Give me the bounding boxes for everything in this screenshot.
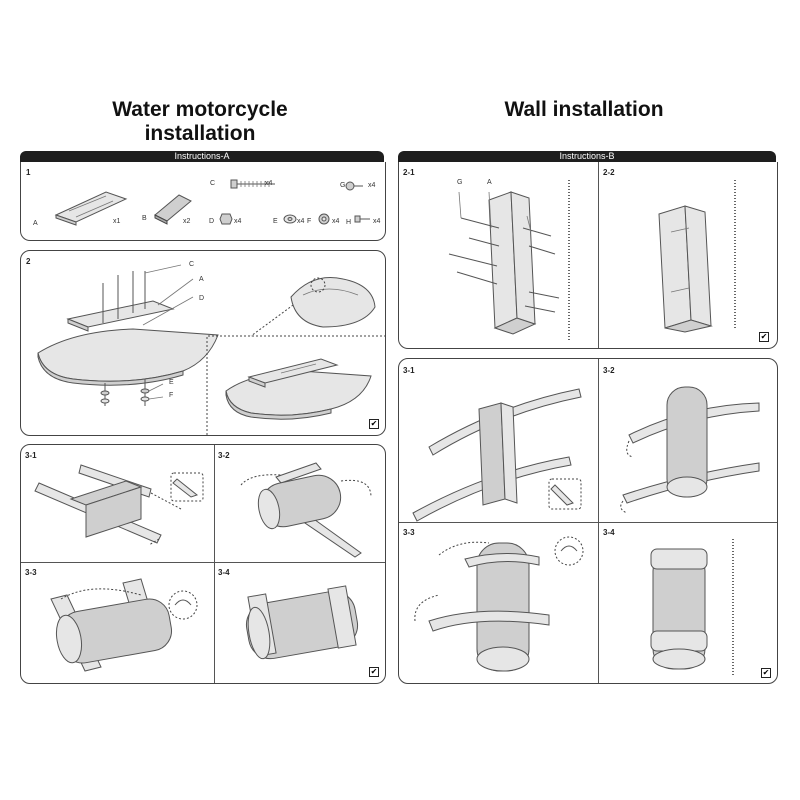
part-label: D [209,218,215,225]
panel-divider [399,522,777,523]
locknut-f-illustration [318,213,330,225]
step-complete-check: ✔ [761,668,771,678]
nut-d-illustration [219,213,233,225]
step-2-panel: 2 C A D E F ✔ [20,250,386,436]
mounting-board-illustration [37,264,219,406]
anchor-h-illustration [354,215,370,223]
heading-water-motorcycle-line1: Water motorcycle [112,98,288,121]
wall-tube-finished-illustration [650,548,708,670]
bracket-a-illustration [54,191,128,226]
step-3-panel-right: 3-1 3-2 3-3 3-4 ✔ [398,358,778,684]
panel-divider [21,562,385,563]
step-number: 2-1 [403,168,415,177]
wall-line [568,180,570,340]
callout-label: A [487,179,492,186]
part-label: B [142,215,147,222]
callout-label: E [169,379,174,386]
wall-bracket-exploded-illustration [448,191,560,335]
wall-line [734,180,736,330]
tube-finished-illustration [245,585,359,660]
panel-divider [598,162,599,348]
part-qty: x4 [265,180,273,187]
part-label: H [346,219,352,226]
step-number: 3-3 [403,528,415,537]
part-label: F [307,218,312,225]
strap-b-illustration [154,194,192,225]
strap-threading-illustration [34,464,204,546]
part-qty: x4 [332,218,340,225]
step-complete-check: ✔ [369,667,379,677]
heading-water-motorcycle-line2: installation [144,122,256,145]
instructions-b-bar: Instructions-B [398,151,776,162]
jet-ski-illustration [290,277,376,328]
step-number: 3-1 [403,366,415,375]
callout-label: D [199,295,205,302]
wall-line [732,539,734,675]
washer-e-illustration [283,214,297,224]
step-number: 1 [26,168,31,177]
step-number: 3-1 [25,451,37,460]
tube-wrapped-illustration [50,578,198,672]
part-label: A [33,220,38,227]
step-number: 3-2 [218,451,230,460]
part-label: C [210,180,216,187]
inset-dashed-frame [206,285,385,435]
step-3-panel-left: 3-1 3-2 3-3 3-4 ✔ [20,444,386,684]
part-label: E [273,218,278,225]
part-qty: x1 [113,218,121,225]
step-complete-check: ✔ [759,332,769,342]
step-number: 2-2 [603,168,615,177]
step-number: 3-4 [603,528,615,537]
step-1-parts-panel: 1 A x1 B x2 C x4 G x4 D x4 E x4 F x4 [20,162,386,241]
step-number: 3-2 [603,366,615,375]
part-qty: x4 [373,218,381,225]
callout-label: A [199,276,204,283]
step-number: 2 [26,257,31,266]
part-label: G [340,182,346,189]
screw-g-illustration [345,181,363,191]
step-2-panel-right: 2-1 2-2 G A H ✔ [398,162,778,349]
panel-divider [214,445,215,683]
tube-strapped-illustration [240,462,372,558]
instructions-a-bar: Instructions-A [20,151,384,162]
part-qty: x4 [368,182,376,189]
wall-bracket-straps-illustration [412,388,582,522]
callout-label: F [169,392,174,399]
inset-board-illustration [225,358,372,420]
callout-label: G [457,179,463,186]
heading-wall-installation: Wall installation [504,98,664,121]
panel-divider [598,359,599,683]
wall-tube-wrapped-illustration [414,536,584,672]
wall-tube-straps-illustration [620,386,760,514]
wall-bracket-mounted-illustration [658,205,713,333]
bolt-c-illustration [230,179,275,189]
part-qty: x2 [183,218,191,225]
part-qty: x4 [234,218,242,225]
step-number: 3-3 [25,568,37,577]
step-complete-check: ✔ [369,419,379,429]
callout-label: C [189,261,195,268]
part-qty: x4 [297,218,305,225]
step-number: 3-4 [218,568,230,577]
